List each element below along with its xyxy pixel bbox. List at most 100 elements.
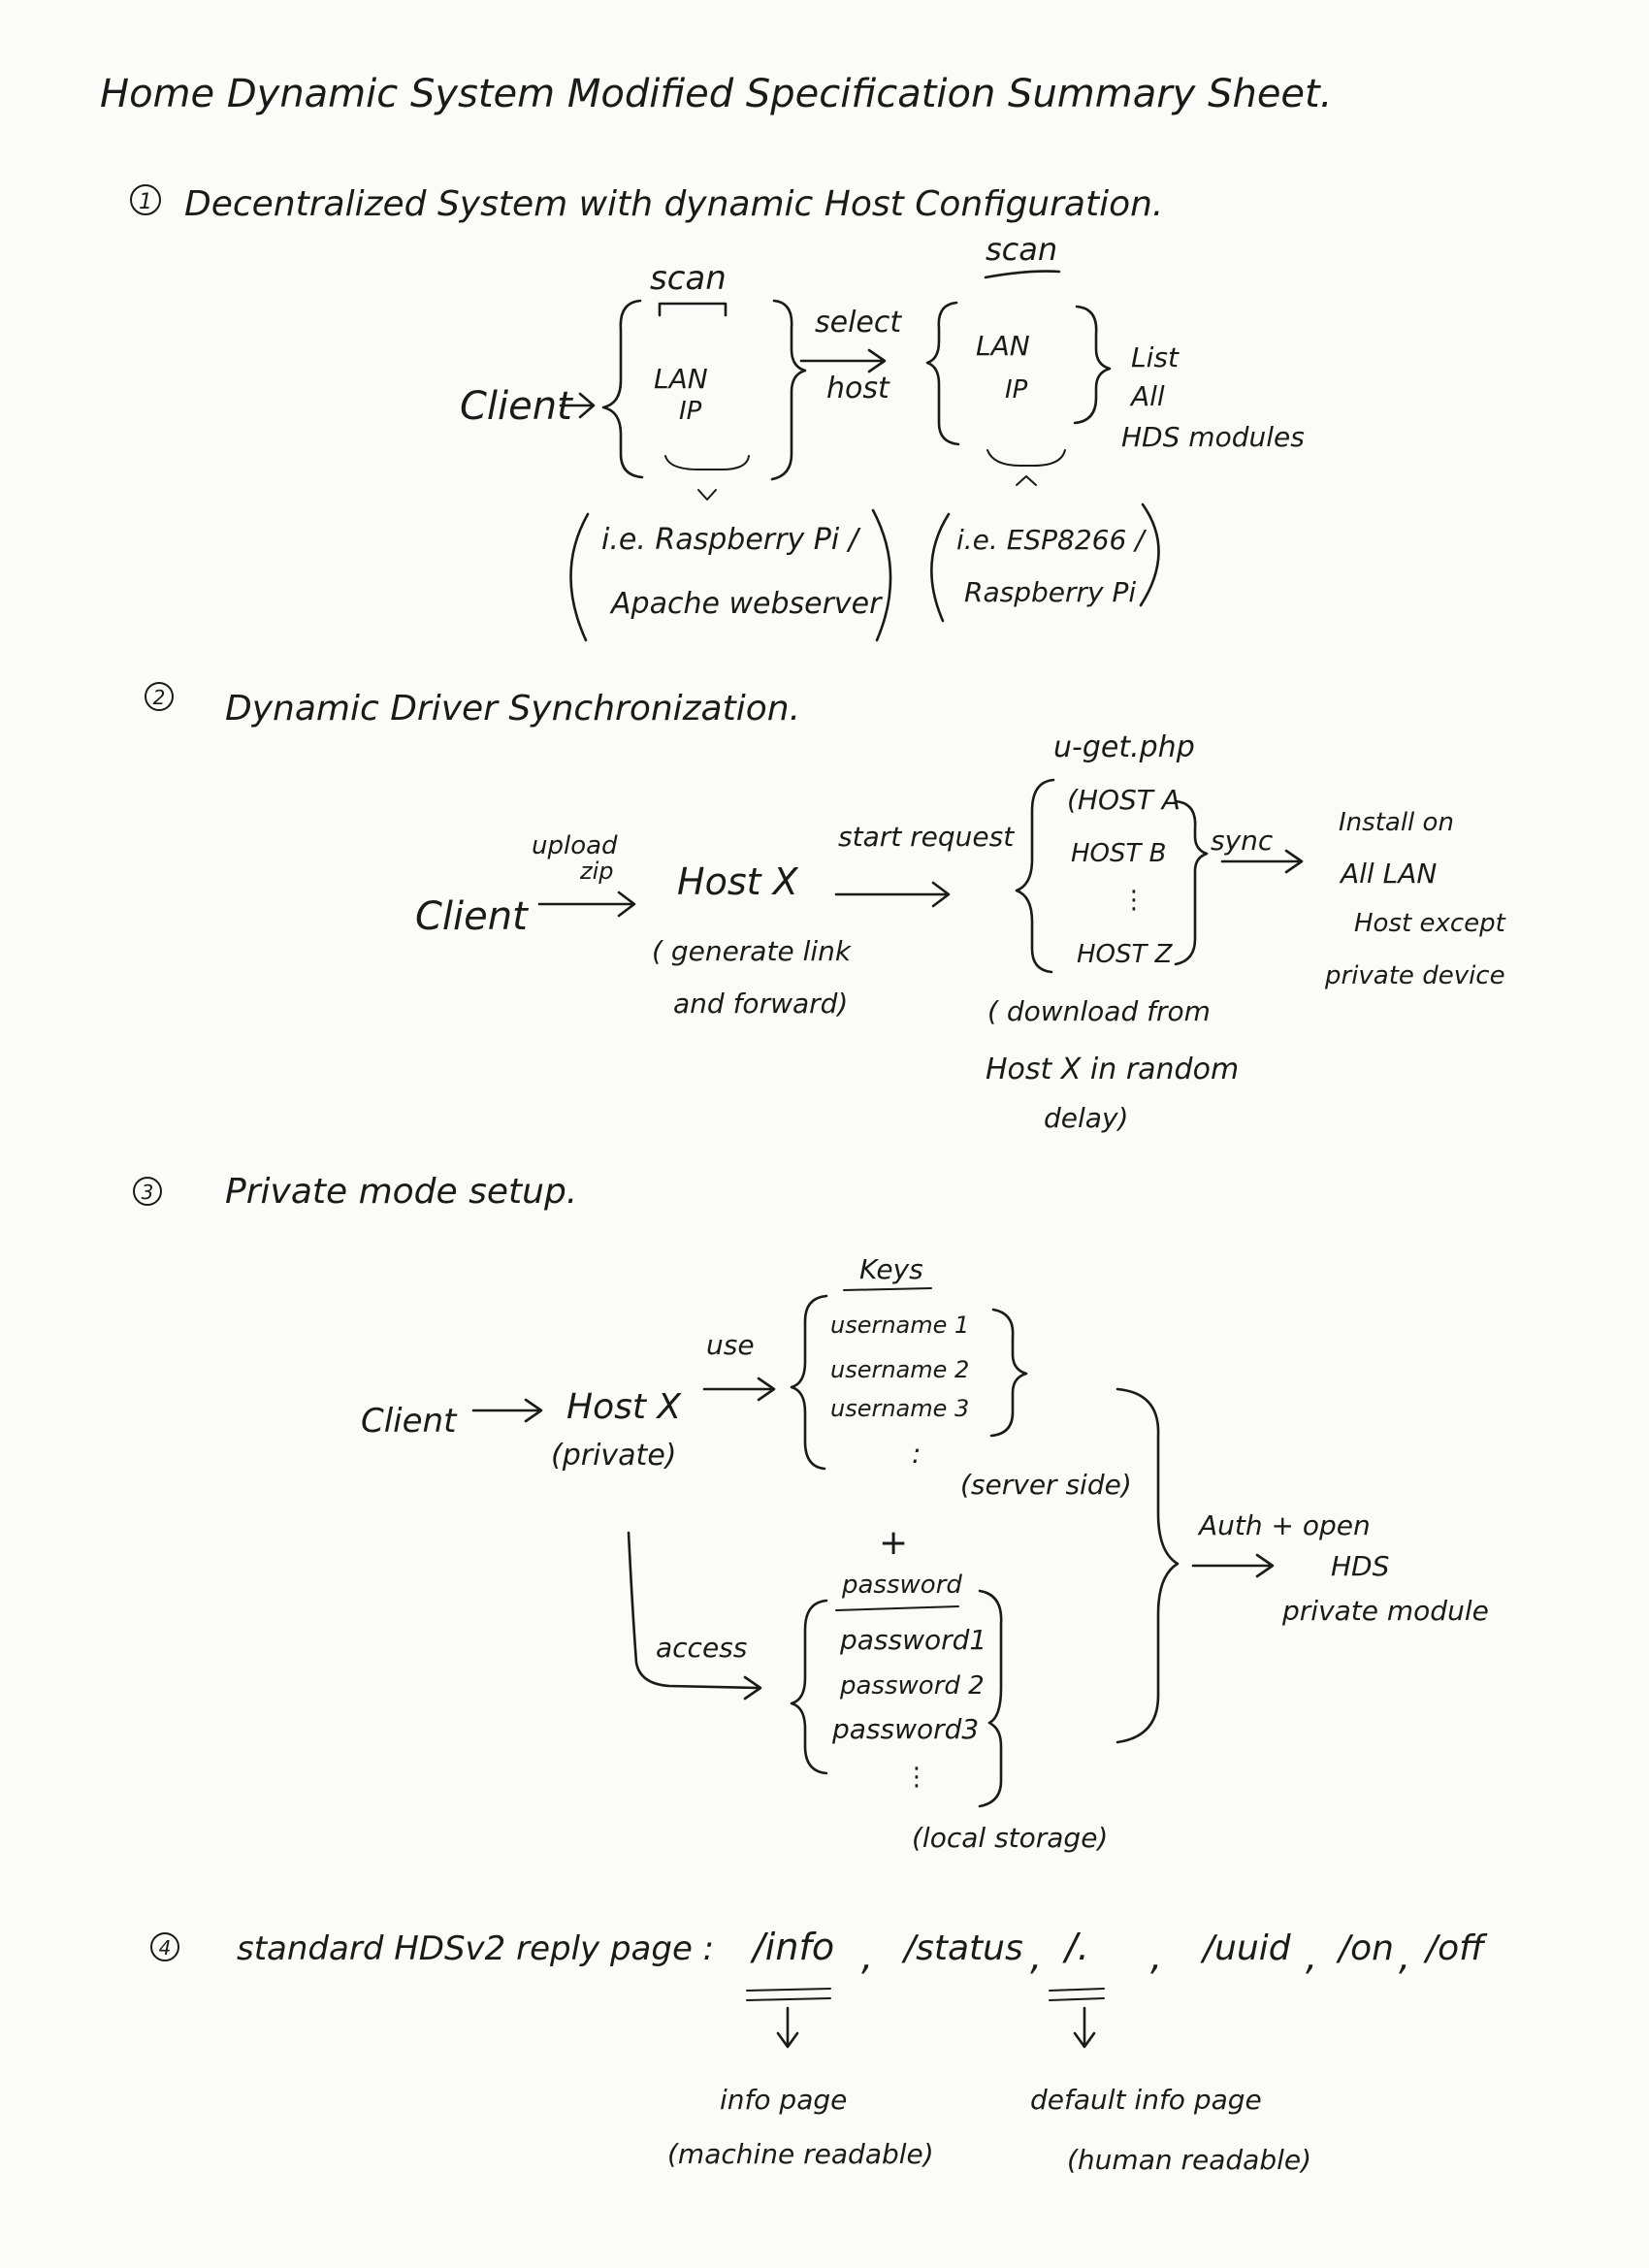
s3-key-3: username 3 (830, 1395, 969, 1422)
s4-root-arrow (1073, 2006, 1096, 2049)
s1-brace-open-1 (601, 299, 644, 479)
s3-result-line-1: HDS (1331, 1550, 1389, 1582)
s2-install-line-1: Install on (1339, 808, 1454, 837)
s1-client-label: Client (460, 384, 573, 429)
s4-info-underline (746, 1988, 831, 2001)
s3-password-brace-open (790, 1599, 828, 1775)
s1-note-1-paren-close (871, 508, 892, 642)
s2-install-line-3: Host except (1354, 909, 1506, 938)
s1-underbrace-2 (986, 449, 1066, 486)
s1-ip-2: IP (1005, 375, 1028, 405)
s1-lan-1: LAN (654, 363, 708, 395)
s4-page-status: /status (901, 1928, 1023, 1968)
s2-install-line-2: All LAN (1339, 858, 1437, 890)
s3-password-header: password (841, 1571, 962, 1600)
s2-upload-label: upload (532, 831, 618, 860)
s2-host-z: HOST Z (1077, 940, 1174, 969)
s2-host-b: HOST B (1071, 839, 1167, 868)
s4-comma-4: , (1306, 1935, 1317, 1978)
s3-key-dots: : (912, 1438, 921, 1470)
s4-default-page-label: default info page (1030, 2084, 1262, 2116)
s3-access-line (627, 1531, 762, 1701)
s2-host-a: (HOST A (1067, 784, 1180, 816)
s1-host-label: host (826, 372, 890, 405)
s1-lan-2: LAN (976, 330, 1030, 362)
s3-password-brace-close (978, 1589, 1003, 1808)
s2-zip-label: zip (579, 858, 614, 885)
s2-download-note-3: delay) (1044, 1102, 1128, 1134)
s4-page-on: /on (1336, 1928, 1394, 1968)
s3-auth-arrow (1191, 1553, 1275, 1578)
s1-scan-bar-1 (658, 302, 728, 317)
s4-default-page-note: (human readable) (1067, 2144, 1311, 2176)
s3-password-2: password 2 (839, 1671, 985, 1701)
s3-use-arrow (702, 1377, 776, 1402)
s1-scan-bar-2 (984, 270, 1061, 279)
s1-select-arrow (799, 348, 887, 373)
s3-key-1: username 1 (830, 1312, 969, 1339)
s1-client-arrow (559, 392, 596, 419)
s1-note-1-line-1: i.e. Raspberry Pi / (601, 523, 861, 557)
s3-password-3: password3 (831, 1713, 979, 1745)
s3-password-dots: ⋮ (904, 1763, 929, 1792)
s4-info-arrow (776, 2006, 799, 2049)
section-1-number-circle (130, 184, 161, 215)
s3-use-label: use (706, 1329, 755, 1361)
s3-client-label: Client (361, 1402, 458, 1441)
s3-access-label: access (656, 1632, 747, 1664)
section-1-number: 1 (139, 190, 152, 214)
s2-host-x-note-1: ( generate link (652, 935, 853, 967)
section-1: 1 Decentralized System with dynamic Host… (130, 184, 1305, 642)
sheet-title: Home Dynamic System Modified Specificati… (100, 72, 1332, 116)
s1-note-1-line-2: Apache webserver (609, 587, 883, 621)
s2-download-note-1: ( download from (987, 995, 1211, 1027)
s2-client-label: Client (415, 894, 529, 939)
s4-comma-1: , (861, 1935, 873, 1978)
s1-note-2-paren-close (1139, 502, 1160, 607)
s2-start-request-label: start request (838, 821, 1015, 853)
section-2-number: 2 (153, 686, 166, 709)
s1-note-2-line-2: Raspberry Pi (964, 576, 1136, 608)
s2-download-note-2: Host X in random (986, 1053, 1239, 1086)
s4-info-page-label: info page (720, 2084, 847, 2116)
s3-keys-underline (843, 1287, 932, 1291)
s1-list-line-3: HDS modules (1121, 421, 1305, 453)
s1-select-label: select (815, 306, 902, 340)
section-2-number-circle (145, 682, 174, 711)
section-3-number-circle (133, 1177, 162, 1206)
s3-plus: + (879, 1523, 908, 1563)
s2-sync-label: sync (1211, 825, 1274, 857)
s2-start-request-arrow (834, 881, 951, 908)
section-4-heading: standard HDSv2 reply page : (237, 1929, 714, 1968)
s3-key-2: username 2 (830, 1356, 969, 1383)
s2-upload-arrow (537, 891, 636, 918)
s2-script-label: u-get.php (1053, 730, 1195, 764)
s3-auth-label: Auth + open (1197, 1509, 1371, 1541)
s4-page-off: /off (1423, 1928, 1488, 1968)
s4-page-info: /info (750, 1926, 834, 1968)
s3-password-underline (835, 1605, 959, 1611)
s1-brace-close-1 (770, 299, 807, 481)
s3-keys-header: Keys (859, 1253, 923, 1285)
s1-scan-label-1: scan (650, 259, 727, 298)
s2-hosts-brace-close (1174, 799, 1209, 966)
s1-ip-1: IP (679, 397, 702, 426)
s3-password-1: password1 (839, 1624, 986, 1656)
section-2-heading: Dynamic Driver Synchronization. (225, 689, 800, 729)
section-2: 2 Dynamic Driver Synchronization. Client… (145, 682, 1506, 1134)
section-4-number: 4 (159, 1936, 172, 1960)
s4-comma-2: , (1030, 1935, 1042, 1978)
s1-scan-label-2: scan (986, 231, 1057, 268)
s1-underbrace-1 (664, 455, 750, 501)
s1-list-line-2: All (1129, 380, 1165, 412)
section-4: 4 standard HDSv2 reply page : /info , /s… (150, 1926, 1488, 2176)
s1-brace-close-2 (1073, 305, 1112, 425)
s3-client-arrow (471, 1398, 543, 1423)
s3-local-storage-label: (local storage) (912, 1822, 1108, 1854)
s3-private-label: (private) (551, 1439, 676, 1473)
s3-server-side-label: (server side) (960, 1469, 1132, 1501)
section-3-number: 3 (142, 1181, 154, 1204)
s4-root-underline (1049, 1988, 1105, 2001)
